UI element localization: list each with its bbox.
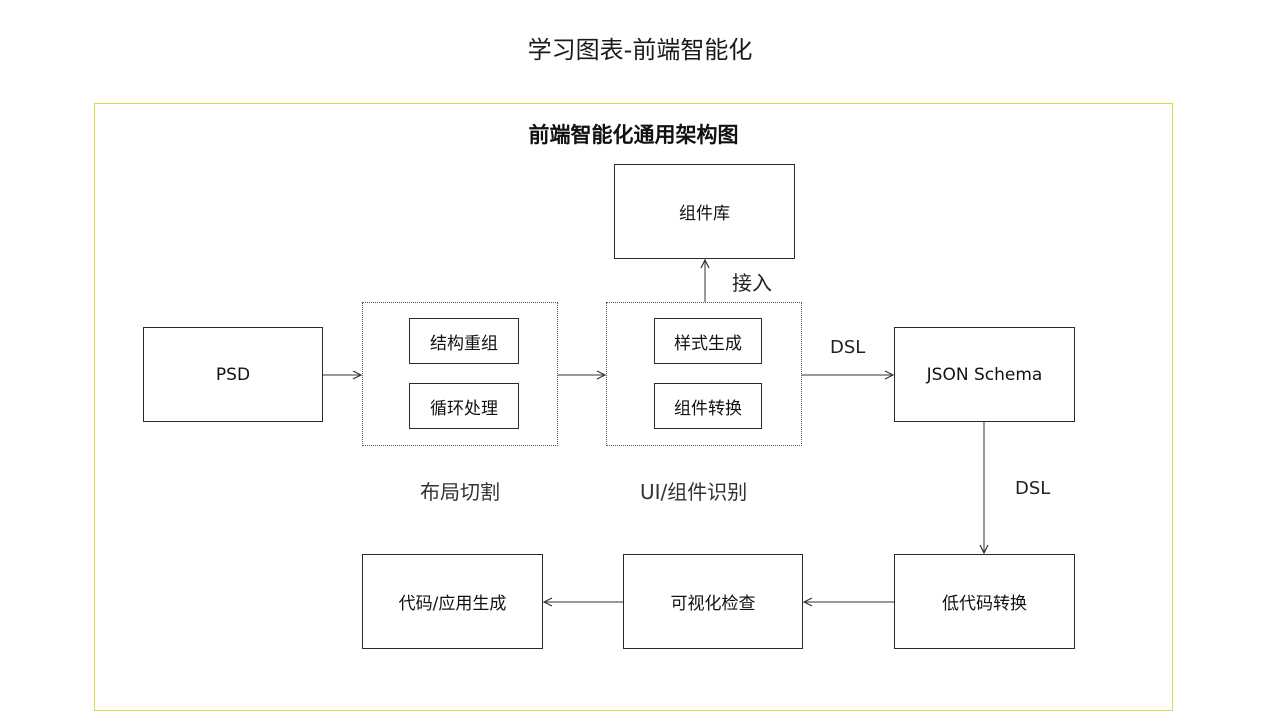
restructure-label: 结构重组: [430, 333, 498, 354]
loop-node: 循环处理: [409, 383, 519, 429]
visual-check-node: 可视化检查: [623, 554, 803, 649]
ui-recognition-caption: UI/组件识别: [640, 480, 748, 504]
style-gen-label: 样式生成: [674, 333, 742, 354]
access-edge-label: 接入: [732, 271, 772, 295]
page-title: 学习图表-前端智能化: [527, 36, 753, 64]
diagram-title: 前端智能化通用架构图: [528, 123, 739, 147]
layout-cut-group: [362, 302, 558, 446]
code-gen-label: 代码/应用生成: [398, 594, 507, 614]
component-convert-node: 组件转换: [654, 383, 762, 429]
psd-label: PSD: [215, 364, 251, 385]
component-lib-label: 组件库: [679, 204, 730, 224]
code-gen-node: 代码/应用生成: [362, 554, 543, 649]
loop-label: 循环处理: [430, 398, 498, 419]
restructure-node: 结构重组: [409, 318, 519, 364]
diagram-frame: [94, 103, 1173, 711]
lowcode-convert-label: 低代码转换: [942, 594, 1027, 614]
component-convert-label: 组件转换: [674, 398, 742, 419]
component-lib-node: 组件库: [614, 164, 795, 259]
lowcode-convert-node: 低代码转换: [894, 554, 1075, 649]
ui-recognition-group: [606, 302, 802, 446]
style-gen-node: 样式生成: [654, 318, 762, 364]
psd-node: PSD: [143, 327, 323, 422]
dsl-down-edge-label: DSL: [1015, 478, 1051, 499]
layout-cut-caption: 布局切割: [420, 480, 500, 504]
dsl-right-edge-label: DSL: [830, 337, 866, 358]
visual-check-label: 可视化检查: [670, 594, 756, 614]
json-schema-label: JSON Schema: [926, 364, 1043, 385]
json-schema-node: JSON Schema: [894, 327, 1075, 422]
